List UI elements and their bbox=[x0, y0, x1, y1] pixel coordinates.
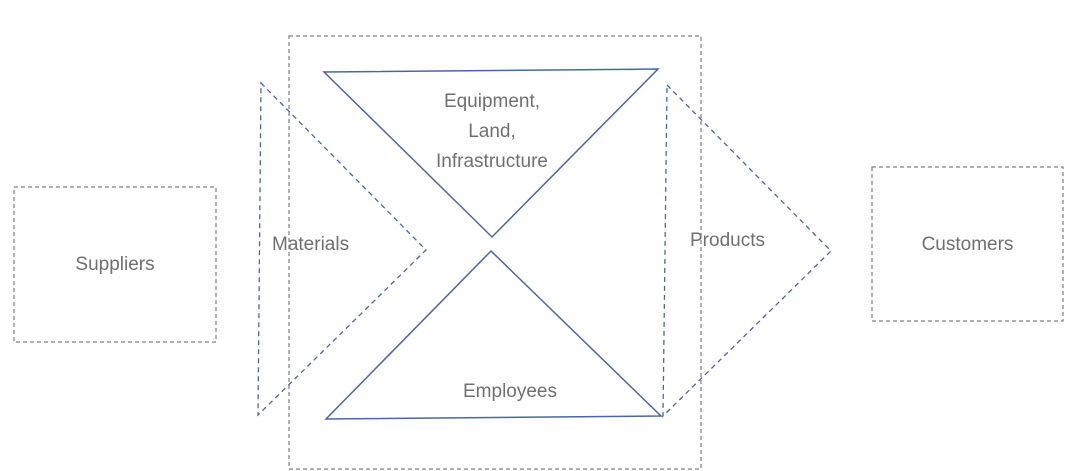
employees-triangle bbox=[324, 249, 663, 420]
suppliers-box bbox=[13, 186, 217, 343]
customers-label: Customers bbox=[921, 234, 1014, 255]
products-label: Products bbox=[690, 230, 765, 251]
materials-arrow bbox=[257, 81, 427, 417]
customers-box bbox=[871, 166, 1064, 322]
infrastructure-line: Infrastructure bbox=[436, 151, 548, 172]
products-arrow bbox=[662, 83, 832, 418]
equipment-label: Equipment, Land, Infrastructure bbox=[412, 87, 572, 177]
company-box bbox=[288, 35, 702, 470]
suppliers-label: Suppliers bbox=[75, 254, 155, 275]
equipment-line: Equipment, bbox=[443, 91, 541, 112]
equipment-triangle bbox=[322, 68, 660, 239]
land-line: Land, bbox=[468, 121, 516, 142]
employees-label: Employees bbox=[463, 381, 557, 402]
materials-label: Materials bbox=[272, 234, 350, 255]
